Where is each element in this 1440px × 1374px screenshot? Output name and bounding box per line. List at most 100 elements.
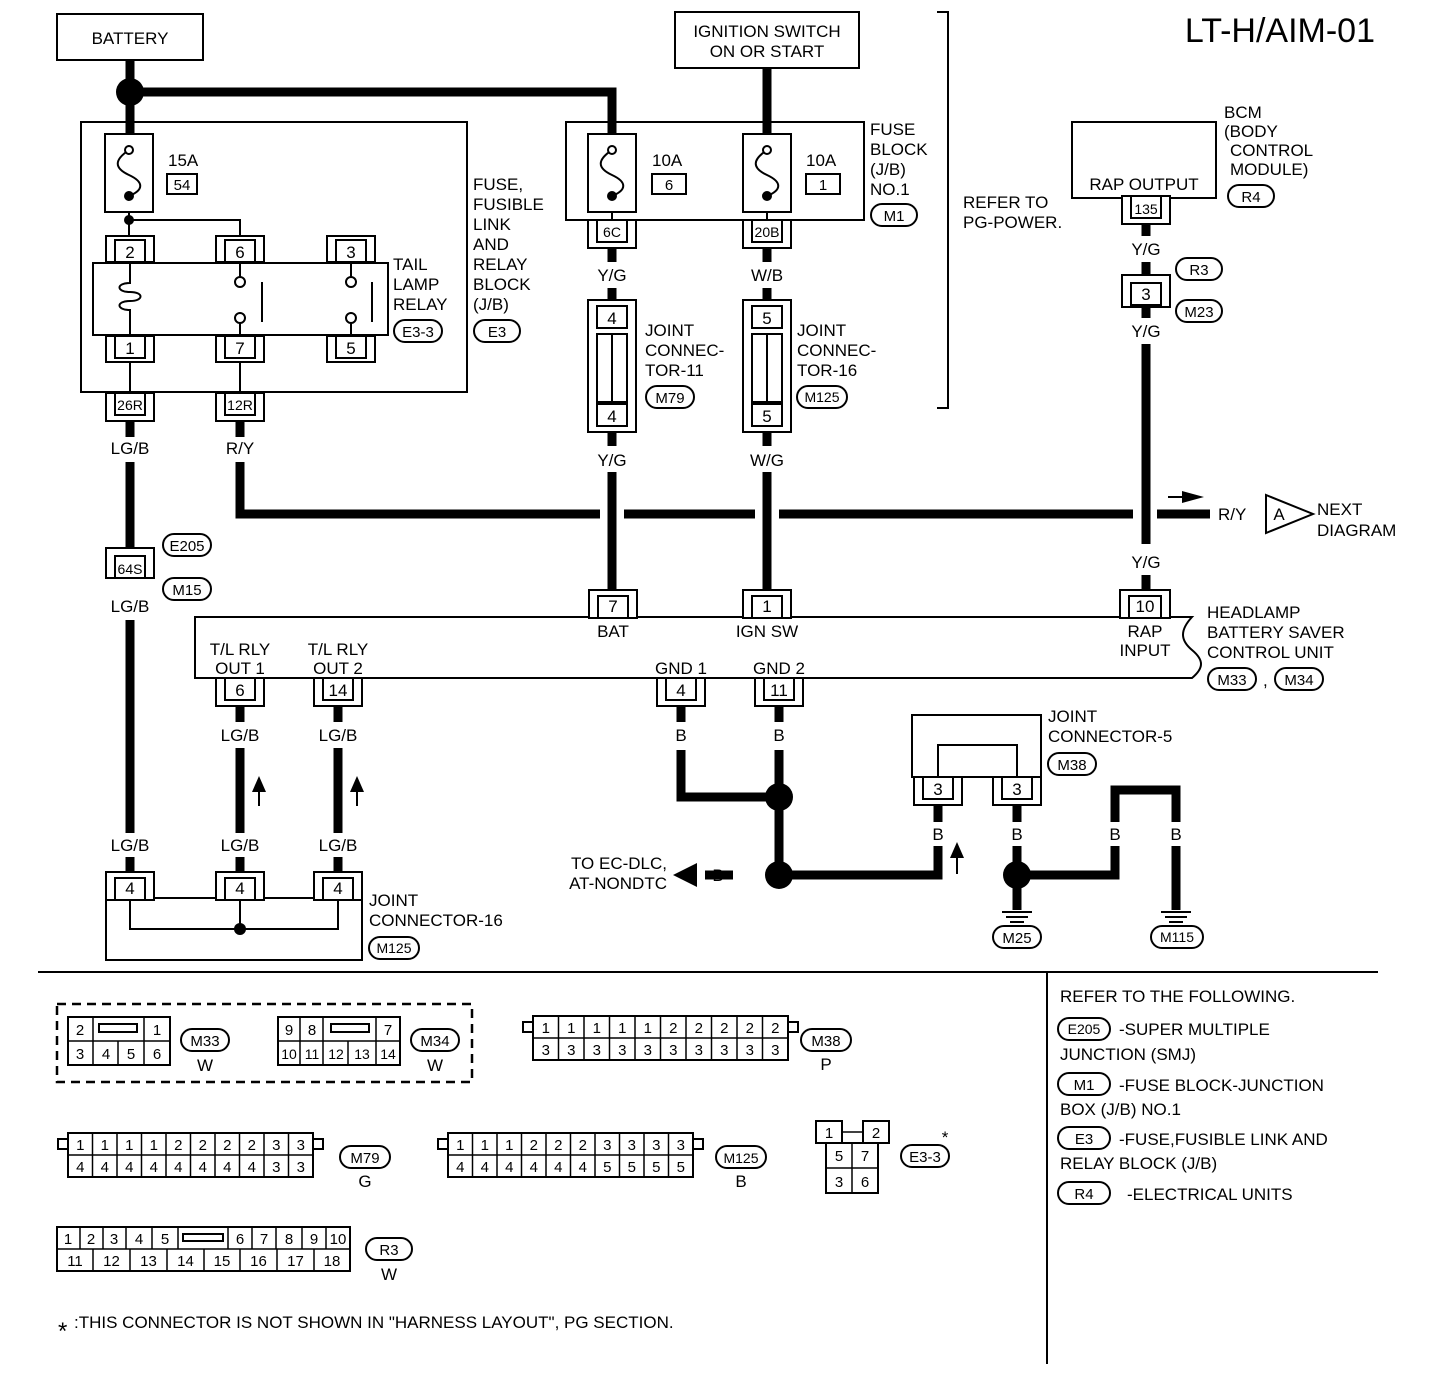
svg-text:1: 1 xyxy=(593,1020,601,1037)
svg-text:18: 18 xyxy=(324,1253,341,1270)
svg-text:LINK: LINK xyxy=(473,215,511,234)
svg-text:CONNECTOR-5: CONNECTOR-5 xyxy=(1048,727,1172,746)
svg-text:1: 1 xyxy=(125,1137,133,1154)
pin-label-tl-out1-a: T/L RLY xyxy=(210,640,270,659)
next-diagram-marker xyxy=(1265,493,1316,535)
relay-coil xyxy=(118,263,142,335)
wire-label-lgb-7: LG/B xyxy=(319,836,358,855)
unit-ref-sep: , xyxy=(1263,671,1268,690)
to-ec-label-1: TO EC-DLC, xyxy=(571,854,667,873)
svg-text:M115: M115 xyxy=(1160,929,1194,945)
svg-text:4: 4 xyxy=(76,1159,84,1176)
svg-text:5: 5 xyxy=(628,1159,636,1176)
svg-text:M34: M34 xyxy=(420,1033,449,1050)
wire-label-lgb-5: LG/B xyxy=(319,726,358,745)
wire-gnd-m115 xyxy=(1110,785,1181,822)
to-ec-label-2: AT-NONDTC xyxy=(569,874,667,893)
svg-text:3: 3 xyxy=(542,1042,550,1059)
svg-text:-SUPER MULTIPLE: -SUPER MULTIPLE xyxy=(1119,1020,1270,1039)
pin-label-tl-out2-a: T/L RLY xyxy=(308,640,368,659)
svg-text:3: 3 xyxy=(272,1137,280,1154)
wire-label-yg-2: Y/G xyxy=(597,451,626,470)
svg-text:R3: R3 xyxy=(379,1242,398,1259)
refer-item-r4: R4 -ELECTRICAL UNITS xyxy=(1057,1181,1293,1205)
svg-text:RELAY BLOCK (J/B): RELAY BLOCK (J/B) xyxy=(1060,1154,1217,1173)
svg-text:4: 4 xyxy=(676,681,685,700)
svg-text:4: 4 xyxy=(607,407,616,426)
svg-text:4: 4 xyxy=(125,879,134,898)
svg-text:3: 3 xyxy=(771,1042,779,1059)
svg-text:1: 1 xyxy=(64,1231,72,1248)
svg-text:2: 2 xyxy=(771,1020,779,1037)
ignition-switch-box xyxy=(674,11,860,69)
svg-text:4: 4 xyxy=(333,879,342,898)
svg-text:14: 14 xyxy=(380,1046,396,1062)
svg-text:2: 2 xyxy=(579,1137,587,1154)
to-ec-arrow xyxy=(673,863,697,887)
svg-text:6: 6 xyxy=(153,1046,161,1063)
svg-text:11: 11 xyxy=(67,1253,83,1270)
svg-text:2: 2 xyxy=(87,1231,95,1248)
relay-terminals-top: 2 6 3 xyxy=(105,235,376,263)
svg-text:10: 10 xyxy=(281,1046,297,1062)
wire-battery-feed xyxy=(130,87,617,135)
wire-label-yg-3: Y/G xyxy=(1131,240,1160,259)
pin-label-rap-1: RAP xyxy=(1128,622,1163,641)
svg-text:-FUSE BLOCK-JUNCTION: -FUSE BLOCK-JUNCTION xyxy=(1119,1076,1324,1095)
ground-symbol-m25: M25 xyxy=(992,911,1042,949)
next-diagram-text-1: NEXT xyxy=(1317,500,1362,519)
svg-text:4: 4 xyxy=(102,1046,110,1063)
svg-text:(J/B): (J/B) xyxy=(473,295,509,314)
bcm-box xyxy=(1071,121,1217,199)
svg-text:JOINT: JOINT xyxy=(1048,707,1097,726)
svg-text:2: 2 xyxy=(125,243,134,262)
svg-text:7: 7 xyxy=(608,597,617,616)
svg-text:3: 3 xyxy=(297,1137,305,1154)
svg-text:8: 8 xyxy=(285,1231,293,1248)
m33-m34-group xyxy=(55,1002,474,1084)
wire-label-lgb-6: LG/B xyxy=(221,836,260,855)
svg-text:E205: E205 xyxy=(1068,1021,1101,1037)
bcm-label: BCM (BODY CONTROL MODULE) xyxy=(1224,103,1313,179)
svg-text:BOX (J/B) NO.1: BOX (J/B) NO.1 xyxy=(1060,1100,1181,1119)
svg-text:W: W xyxy=(381,1265,397,1284)
svg-text:5: 5 xyxy=(835,1148,843,1165)
svg-text:M125: M125 xyxy=(804,389,839,405)
wire-label-yg-5: Y/G xyxy=(1131,553,1160,572)
svg-text:3: 3 xyxy=(669,1042,677,1059)
svg-text:4: 4 xyxy=(199,1159,207,1176)
r3-m23-pin: 3 xyxy=(1141,285,1150,304)
svg-text:7: 7 xyxy=(235,339,244,358)
splice-gnd-1 xyxy=(765,783,793,811)
svg-text:M79: M79 xyxy=(655,390,684,407)
svg-text:2: 2 xyxy=(223,1137,231,1154)
svg-text:5: 5 xyxy=(161,1231,169,1248)
svg-text:B: B xyxy=(735,1172,746,1191)
svg-text:5: 5 xyxy=(762,309,771,328)
svg-text:4: 4 xyxy=(101,1159,109,1176)
svg-text:3: 3 xyxy=(76,1046,84,1063)
svg-text:15: 15 xyxy=(214,1253,231,1270)
connector-view-e3-3: 1 2 5 7 3 6 E3-3 * xyxy=(815,1120,950,1194)
diagram-title: LT-H/AIM-01 xyxy=(1185,12,1375,50)
svg-text:CONNEC-: CONNEC- xyxy=(797,341,876,360)
refer-pg-1: REFER TO xyxy=(963,193,1048,212)
svg-text:4: 4 xyxy=(607,309,616,328)
unit-ref-m34: M34 xyxy=(1284,672,1313,689)
svg-text:20B: 20B xyxy=(755,224,780,240)
svg-text:4: 4 xyxy=(174,1159,182,1176)
svg-text:8: 8 xyxy=(308,1022,316,1039)
svg-text:M1: M1 xyxy=(1074,1077,1095,1094)
fuse-10a-6-num: 6 xyxy=(665,177,673,194)
refer-item-m1: M1 -FUSE BLOCK-JUNCTION BOX (J/B) NO.1 xyxy=(1057,1072,1324,1119)
pg-power-bracket xyxy=(937,11,949,409)
svg-text:3: 3 xyxy=(835,1174,843,1191)
svg-text:TAIL: TAIL xyxy=(393,255,428,274)
svg-text:4: 4 xyxy=(579,1159,587,1176)
fuse-block-terminals: 6C 20B xyxy=(587,219,792,249)
block-terminals: 26R 12R xyxy=(105,392,265,422)
footnote-star: * xyxy=(58,1318,67,1345)
svg-text:(BODY: (BODY xyxy=(1224,122,1278,141)
